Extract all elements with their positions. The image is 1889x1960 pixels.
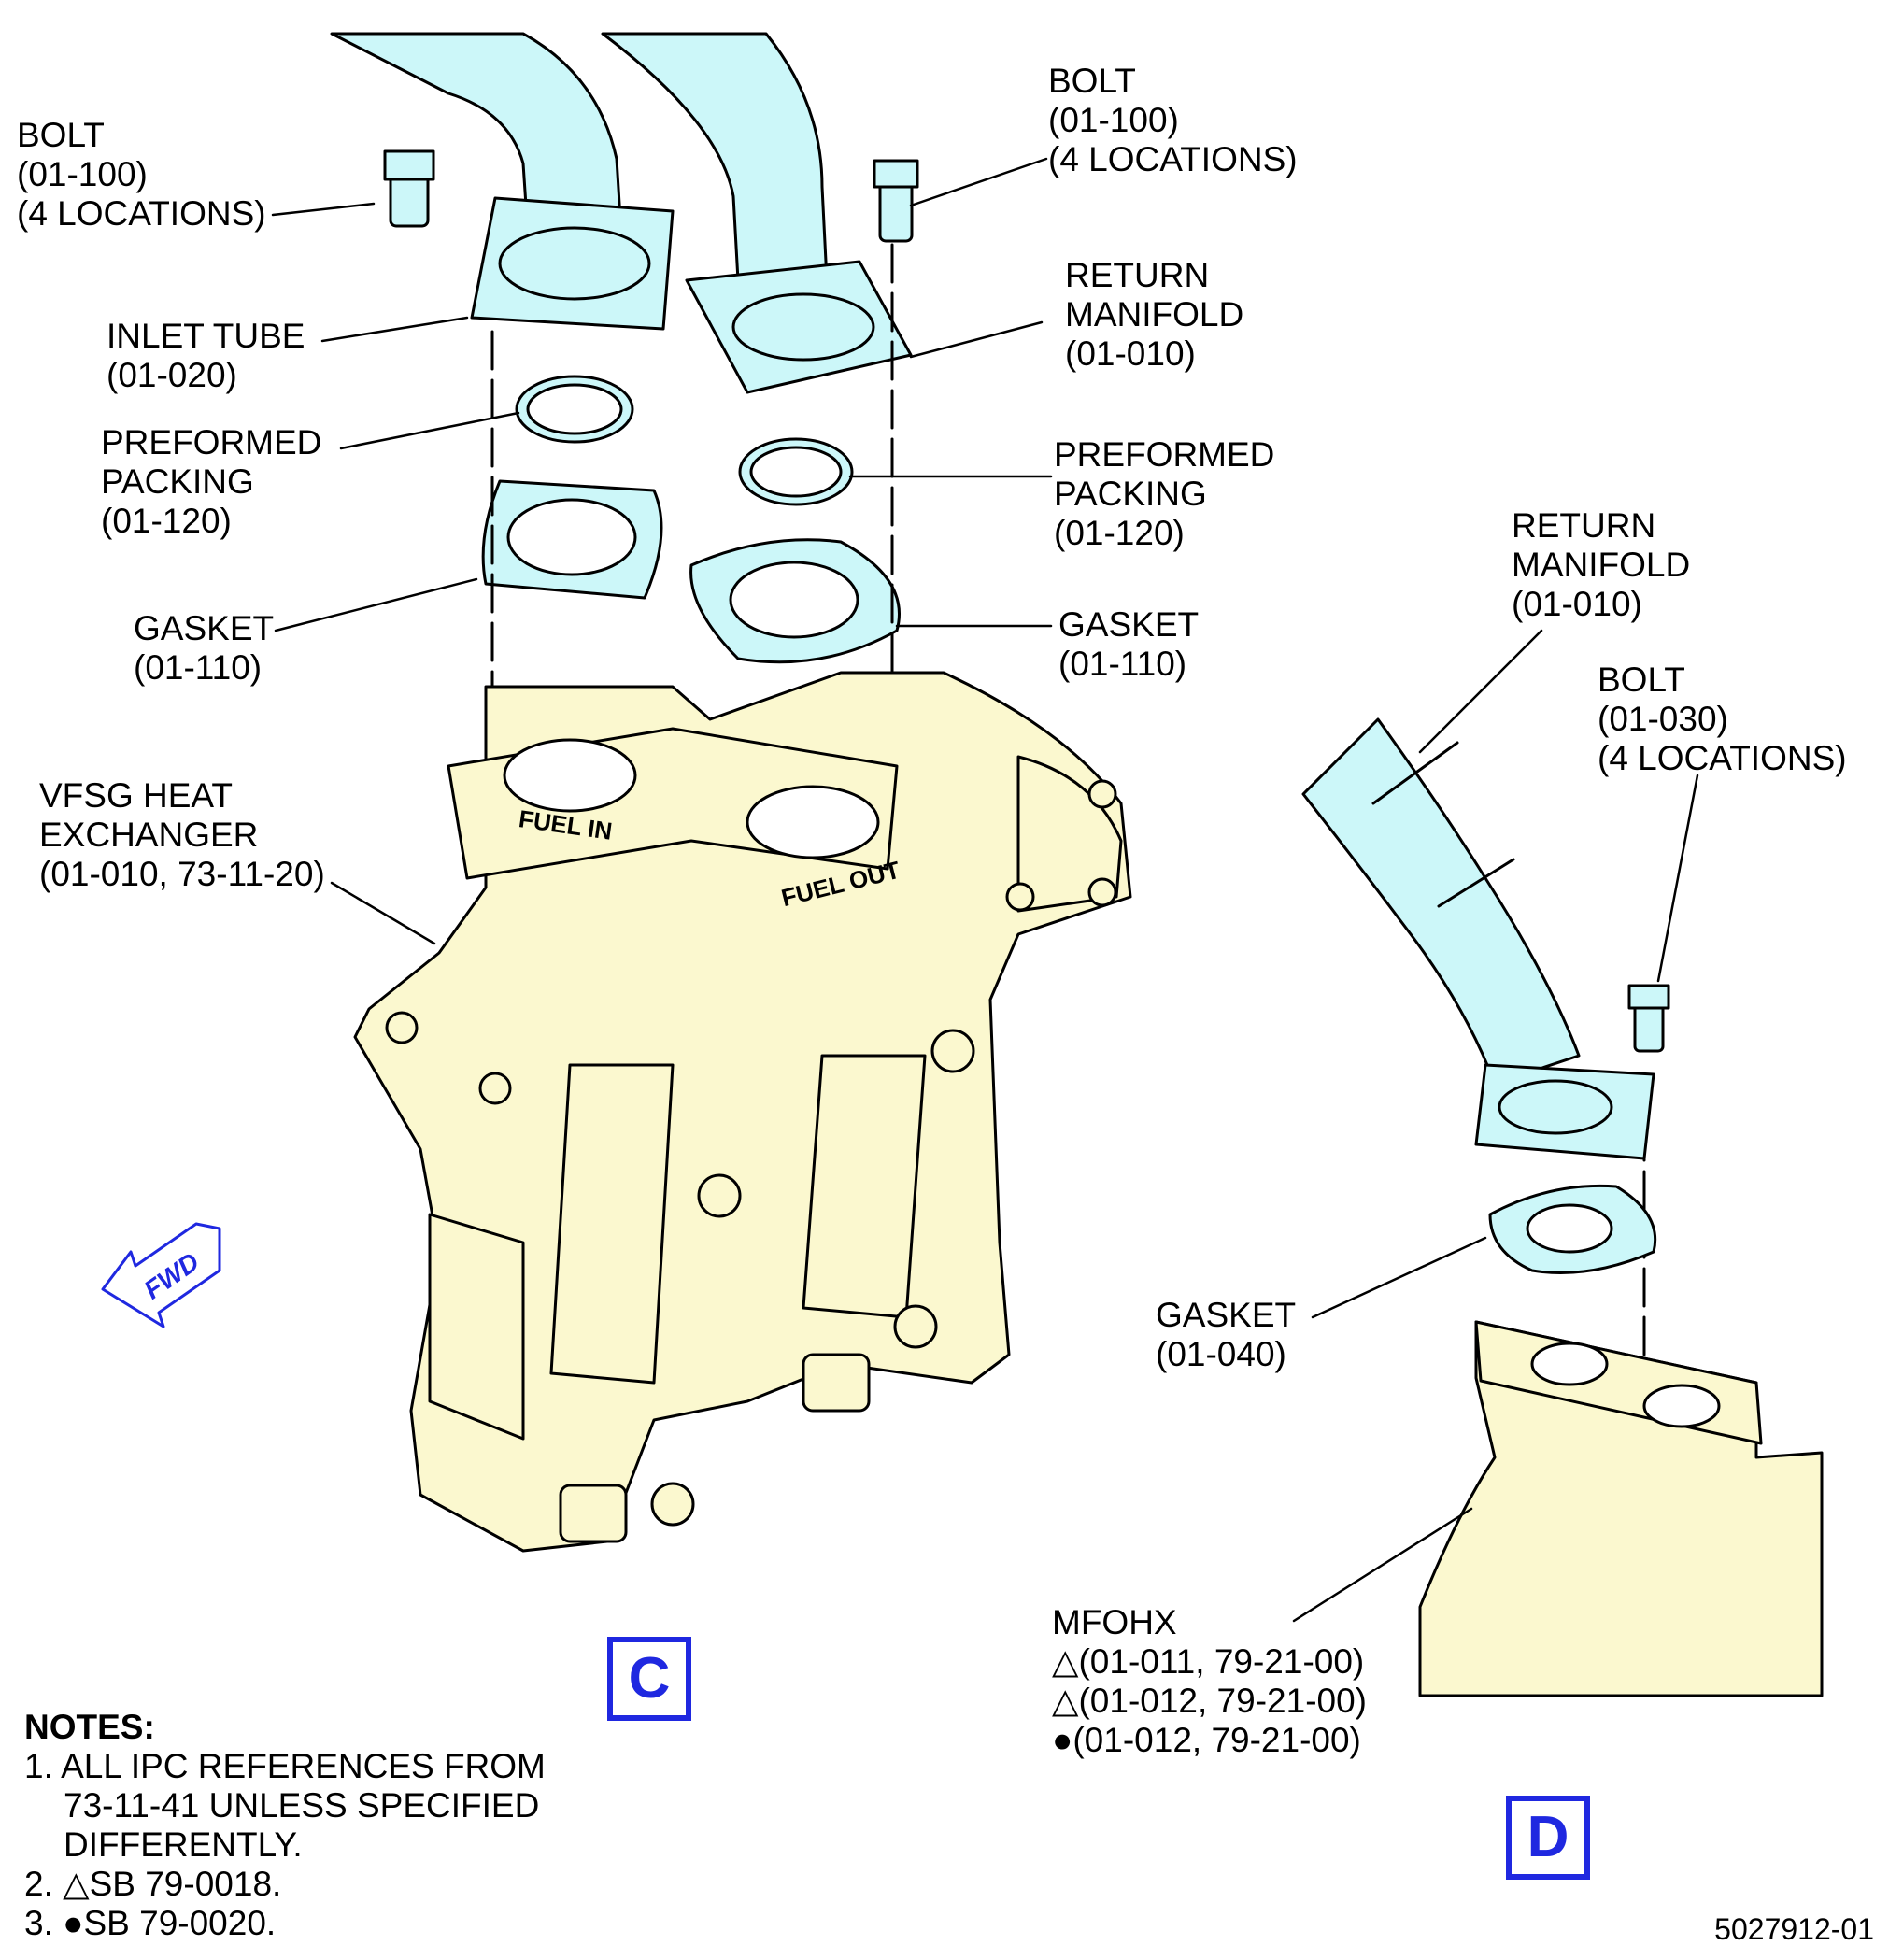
note-1: 1. ALL IPC REFERENCES FROM [24, 1747, 546, 1785]
figure-id: 5027912-01 [1714, 1912, 1874, 1946]
sb-triangle-icon: △ [1052, 1682, 1079, 1720]
note-2: 2. △SB 79-0018. [24, 1865, 282, 1903]
note-3: 3. ●SB 79-0020. [24, 1904, 277, 1942]
note-1-cont: 73-11-41 UNLESS SPECIFIED [64, 1786, 540, 1825]
mfohx-label: MFOHX △(01-011, 79-21-00) △(01-012, 79-2… [1052, 1603, 1367, 1759]
gasket-right-label: GASKET(01-110) [1058, 605, 1200, 683]
sb-triangle-icon: △ [1052, 1642, 1079, 1681]
inlet-tube [330, 32, 623, 235]
notes-title: NOTES: [24, 1708, 155, 1746]
view-d-label: D [1506, 1796, 1590, 1880]
gasket-d-label: GASKET(01-040) [1156, 1296, 1297, 1373]
bolt-d-label: BOLT(01-030)(4 LOCATIONS) [1598, 660, 1847, 777]
inlet-tube-label: INLET TUBE(01-020) [107, 317, 305, 394]
gasket-left-label: GASKET(01-110) [134, 609, 275, 687]
sb-dot-icon: ● [1052, 1721, 1073, 1759]
notes-block: NOTES: 1. ALL IPC REFERENCES FROM 73-11-… [24, 1708, 546, 1943]
fwd-arrow-icon [101, 1222, 221, 1328]
bolt-right-label: BOLT(01-100)(4 LOCATIONS) [1048, 62, 1298, 178]
return-manifold-d-tube [1301, 717, 1581, 1086]
bolt-left-label: BOLT(01-100)(4 LOCATIONS) [17, 116, 266, 233]
note-1-cont2: DIFFERENTLY. [64, 1825, 303, 1864]
view-c-label: C [607, 1637, 691, 1721]
